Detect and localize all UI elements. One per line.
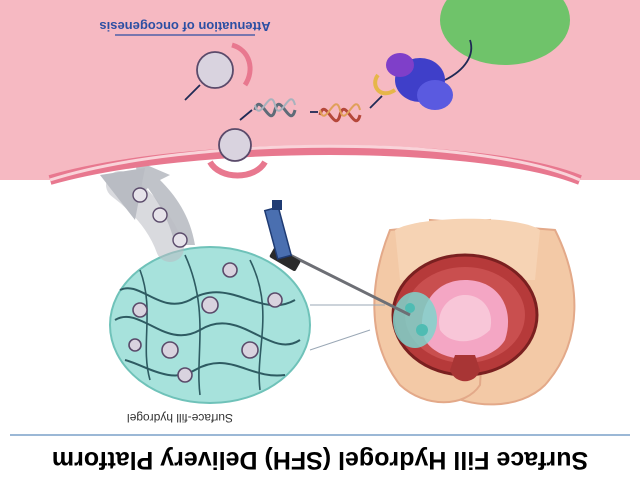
nanoparticle-icon xyxy=(161,341,179,359)
nanoparticle-icon xyxy=(172,232,188,248)
nanoparticle-icon xyxy=(201,296,219,314)
hydrogel-deposit xyxy=(393,292,437,348)
nanoparticle-icon xyxy=(222,262,238,278)
dna-strand-icon xyxy=(318,103,362,123)
diagram-title: Surface Fill Hydrogel (SFH) Delivery Pla… xyxy=(52,446,588,474)
nanoparticle-icon xyxy=(267,292,283,308)
delivery-arrow xyxy=(100,160,195,262)
nanoparticle-icon xyxy=(152,207,168,223)
cell-panel xyxy=(0,0,640,185)
nanoparticle-icon xyxy=(218,128,252,162)
nanoparticle-icon xyxy=(177,367,193,383)
nanoparticle-icon xyxy=(196,51,234,89)
uterus-anatomy-icon xyxy=(373,218,576,406)
hydrogel-callout xyxy=(109,246,311,404)
outcome-label: Attenuation of oncogenesis xyxy=(99,19,270,34)
injector-icon xyxy=(263,200,411,317)
nanoparticle-icon xyxy=(241,341,259,359)
dna-strand-icon xyxy=(253,98,297,118)
nanoparticle-icon xyxy=(132,302,148,318)
protein-complex-icon xyxy=(373,53,453,110)
hydrogel-label: Surface-fill hydrogel xyxy=(127,411,233,425)
nanoparticle-icon xyxy=(132,187,148,203)
cell-nucleus xyxy=(440,0,570,65)
outcome-banner: Attenuation of oncogenesis xyxy=(99,19,271,36)
nanoparticle-icon xyxy=(128,338,142,352)
